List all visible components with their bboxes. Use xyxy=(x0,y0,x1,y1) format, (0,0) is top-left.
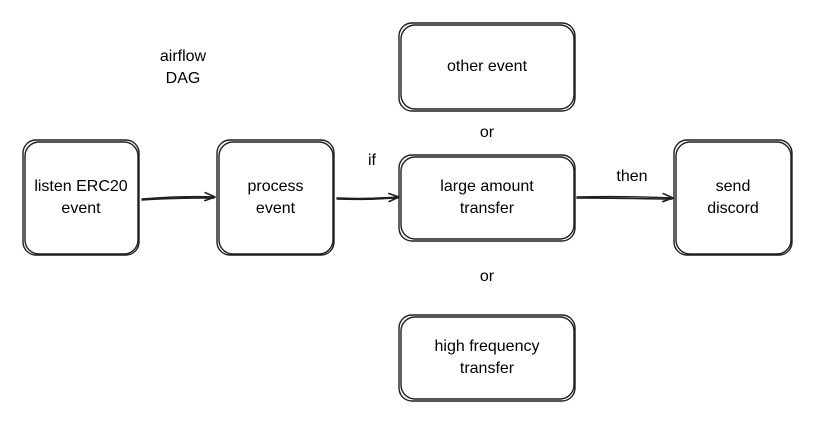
box-high xyxy=(398,314,576,402)
edge-label-or-bottom: or xyxy=(479,268,495,285)
box-send xyxy=(673,139,793,256)
node-other-text: other event xyxy=(446,58,528,75)
arrow-listen-to-process xyxy=(141,191,216,202)
box-other xyxy=(398,22,576,112)
node-large-text: large amount transfer xyxy=(440,178,534,217)
edge-label-or-top: or xyxy=(479,124,495,141)
arrow-process-to-large xyxy=(336,192,400,203)
arrow-large-to-send xyxy=(576,192,674,203)
diagram-title: airflow DAG xyxy=(159,48,207,87)
node-send-text: send discord xyxy=(707,177,759,217)
node-process-text: process event xyxy=(247,177,304,217)
node-listen-text: listen ERC20 event xyxy=(34,177,128,217)
node-high-text: high frequency transfer xyxy=(434,338,540,377)
box-process xyxy=(216,139,335,256)
box-listen xyxy=(22,139,140,256)
edge-label-if: if xyxy=(368,152,376,169)
edge-label-then: then xyxy=(616,168,648,185)
